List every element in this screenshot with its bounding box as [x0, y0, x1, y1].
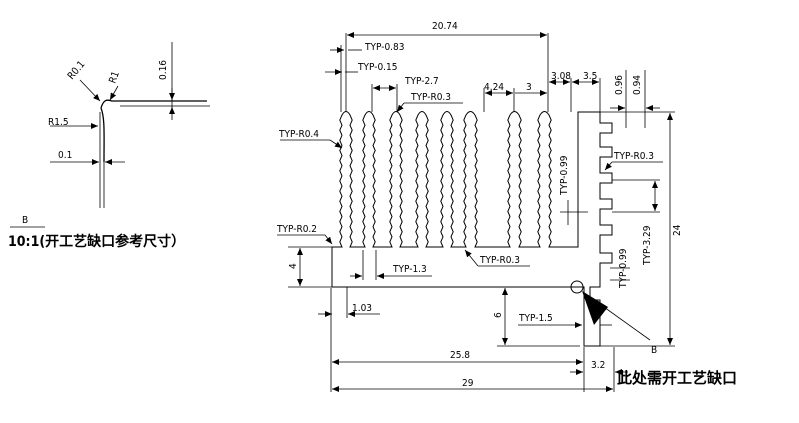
detail-label-b: B: [22, 215, 28, 226]
dim-root-radius: TYP-R0.3: [479, 255, 520, 266]
detail-view-b: R0.1 R1 0.16 R1.5 0.1 B 10:1(开工艺缺口参考尺寸）: [8, 42, 210, 250]
heatsink-outline: [331, 111, 613, 347]
dim-width-32: 3.2: [591, 360, 605, 371]
dim-pitch-right: TYP-3.29: [642, 225, 653, 266]
dim-tooth-2: TYP-0.99: [618, 248, 629, 289]
dim-308: 3.08: [551, 71, 571, 82]
dim-gap-424: 4.24: [484, 82, 504, 93]
dim-096: 0.96: [614, 75, 625, 95]
dim-small-gap: TYP-0.15: [357, 62, 397, 73]
dim-notch-height: 6: [493, 312, 504, 318]
dim-notch-width: TYP-1.5: [518, 313, 553, 324]
dim-fin-gap: TYP-1.3: [392, 264, 427, 275]
dimension-labels: 20.74 TYP-0.83 TYP-0.15 TYP-2.7 TYP-R0.3…: [276, 21, 737, 389]
dim-094: 0.94: [632, 75, 643, 95]
dim-tooth: TYP-0.99: [559, 155, 570, 196]
detail-height-dim: 0.16: [158, 60, 169, 80]
notch-note: 此处需开工艺缺口: [617, 369, 737, 387]
dim-fin-thickness: TYP-0.83: [364, 42, 404, 53]
dim-width-258: 25.8: [450, 350, 470, 361]
dim-height-24: 24: [672, 224, 683, 236]
detail-scale-caption: 10:1(开工艺缺口参考尺寸）: [8, 233, 185, 250]
detail-radius-small: R1: [107, 70, 121, 85]
heatsink-profile: [331, 111, 651, 347]
view-letter-b: B: [651, 345, 657, 356]
dim-base-height: 4: [288, 263, 299, 269]
dim-left-offset: 1.03: [352, 303, 372, 314]
dimension-lines: [277, 32, 675, 392]
dim-35: 3.5: [583, 71, 597, 82]
dim-fin-tip-radius: TYP-R0.3: [410, 92, 451, 103]
notch-arrow: [582, 291, 608, 325]
dim-gap-3: 3: [526, 82, 532, 93]
detail-width-dim: 0.1: [58, 150, 72, 161]
dim-fin-pitch: TYP-2.7: [404, 76, 439, 87]
dim-typ-r04: TYP-R0.4: [278, 129, 319, 140]
dim-right-radius: TYP-R0.3: [613, 151, 654, 162]
dim-overall-width: 20.74: [432, 21, 458, 32]
dim-total-width: 29: [462, 378, 474, 389]
detail-radius-large: R1.5: [48, 117, 69, 128]
dim-typ-r02: TYP-R0.2: [276, 224, 317, 235]
detail-radius-tip: R0.1: [66, 59, 88, 82]
